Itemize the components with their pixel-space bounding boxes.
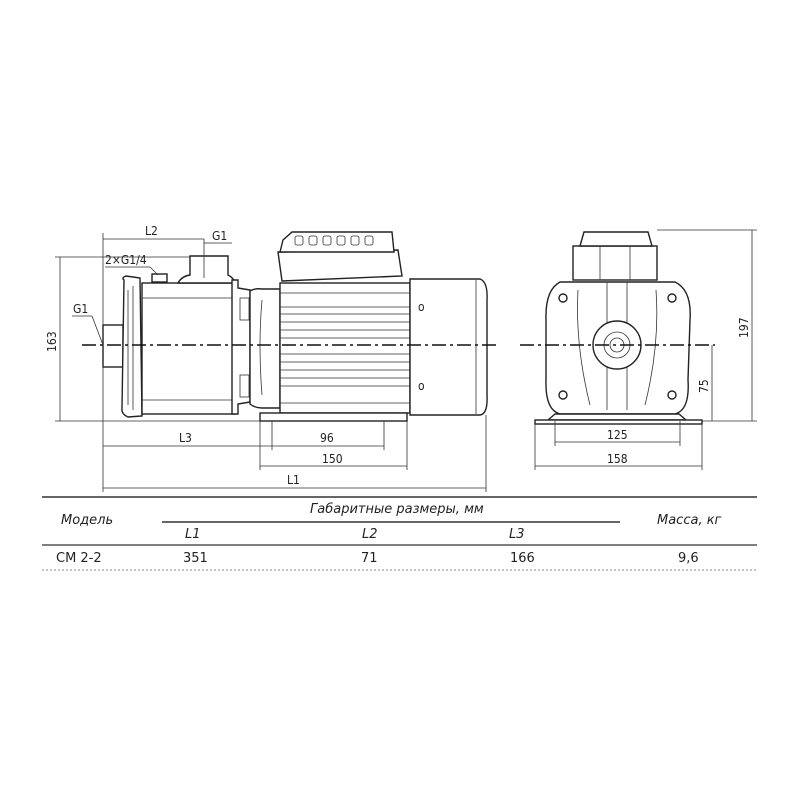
header-L1: L1 — [185, 527, 201, 542]
outlet-thread-label: G1 — [212, 229, 227, 243]
header-model: Модель — [61, 513, 114, 528]
dim-height-75: 75 — [697, 379, 711, 393]
dim-158: 158 — [607, 452, 628, 466]
dim-125: 125 — [607, 428, 628, 442]
cell-mass: 9,6 — [678, 551, 699, 566]
lid-slots — [294, 235, 374, 246]
terminal-box — [277, 249, 403, 282]
bolt-holes — [558, 293, 677, 400]
inlet-port — [102, 324, 124, 368]
dim-150: 150 — [322, 452, 343, 466]
motor-base — [259, 412, 408, 422]
front-view: 197 75 125 158 — [520, 229, 757, 470]
dim-L3-label: L3 — [179, 431, 192, 445]
dim-height-163: 163 — [45, 331, 59, 352]
mark-bottom: o — [418, 379, 425, 393]
mark-top: o — [418, 300, 425, 314]
cell-L1: 351 — [183, 551, 208, 566]
dim-L1-label: L1 — [287, 473, 300, 487]
header-L3: L3 — [509, 527, 525, 542]
adapter-flange — [231, 279, 251, 415]
side-view: o o L2 G1 2×G1/4 G1 163 L3 96 150 L1 — [45, 224, 500, 492]
fan-cover — [409, 278, 488, 416]
header-L2: L2 — [362, 527, 378, 542]
feet — [546, 413, 688, 421]
cell-model: СМ 2-2 — [56, 551, 102, 566]
motor-lantern — [249, 288, 281, 409]
header-mass: Масса, кг — [657, 513, 722, 528]
outlet-port — [176, 255, 236, 284]
terminal-box-front — [572, 245, 658, 281]
plug-thread-label: 2×G1/4 — [105, 253, 147, 267]
cell-L3: 166 — [510, 551, 535, 566]
cell-L2: 71 — [361, 551, 378, 566]
pump-casing — [141, 282, 236, 415]
dim-L2-label: L2 — [145, 224, 158, 238]
motor-body — [279, 282, 411, 414]
front-cover — [121, 275, 143, 418]
dim-96: 96 — [320, 431, 334, 445]
header-dimensions: Габаритные размеры, мм — [310, 502, 484, 517]
inlet-thread-label: G1 — [73, 302, 88, 316]
dim-height-197: 197 — [737, 317, 751, 338]
drain-plug — [151, 273, 168, 283]
